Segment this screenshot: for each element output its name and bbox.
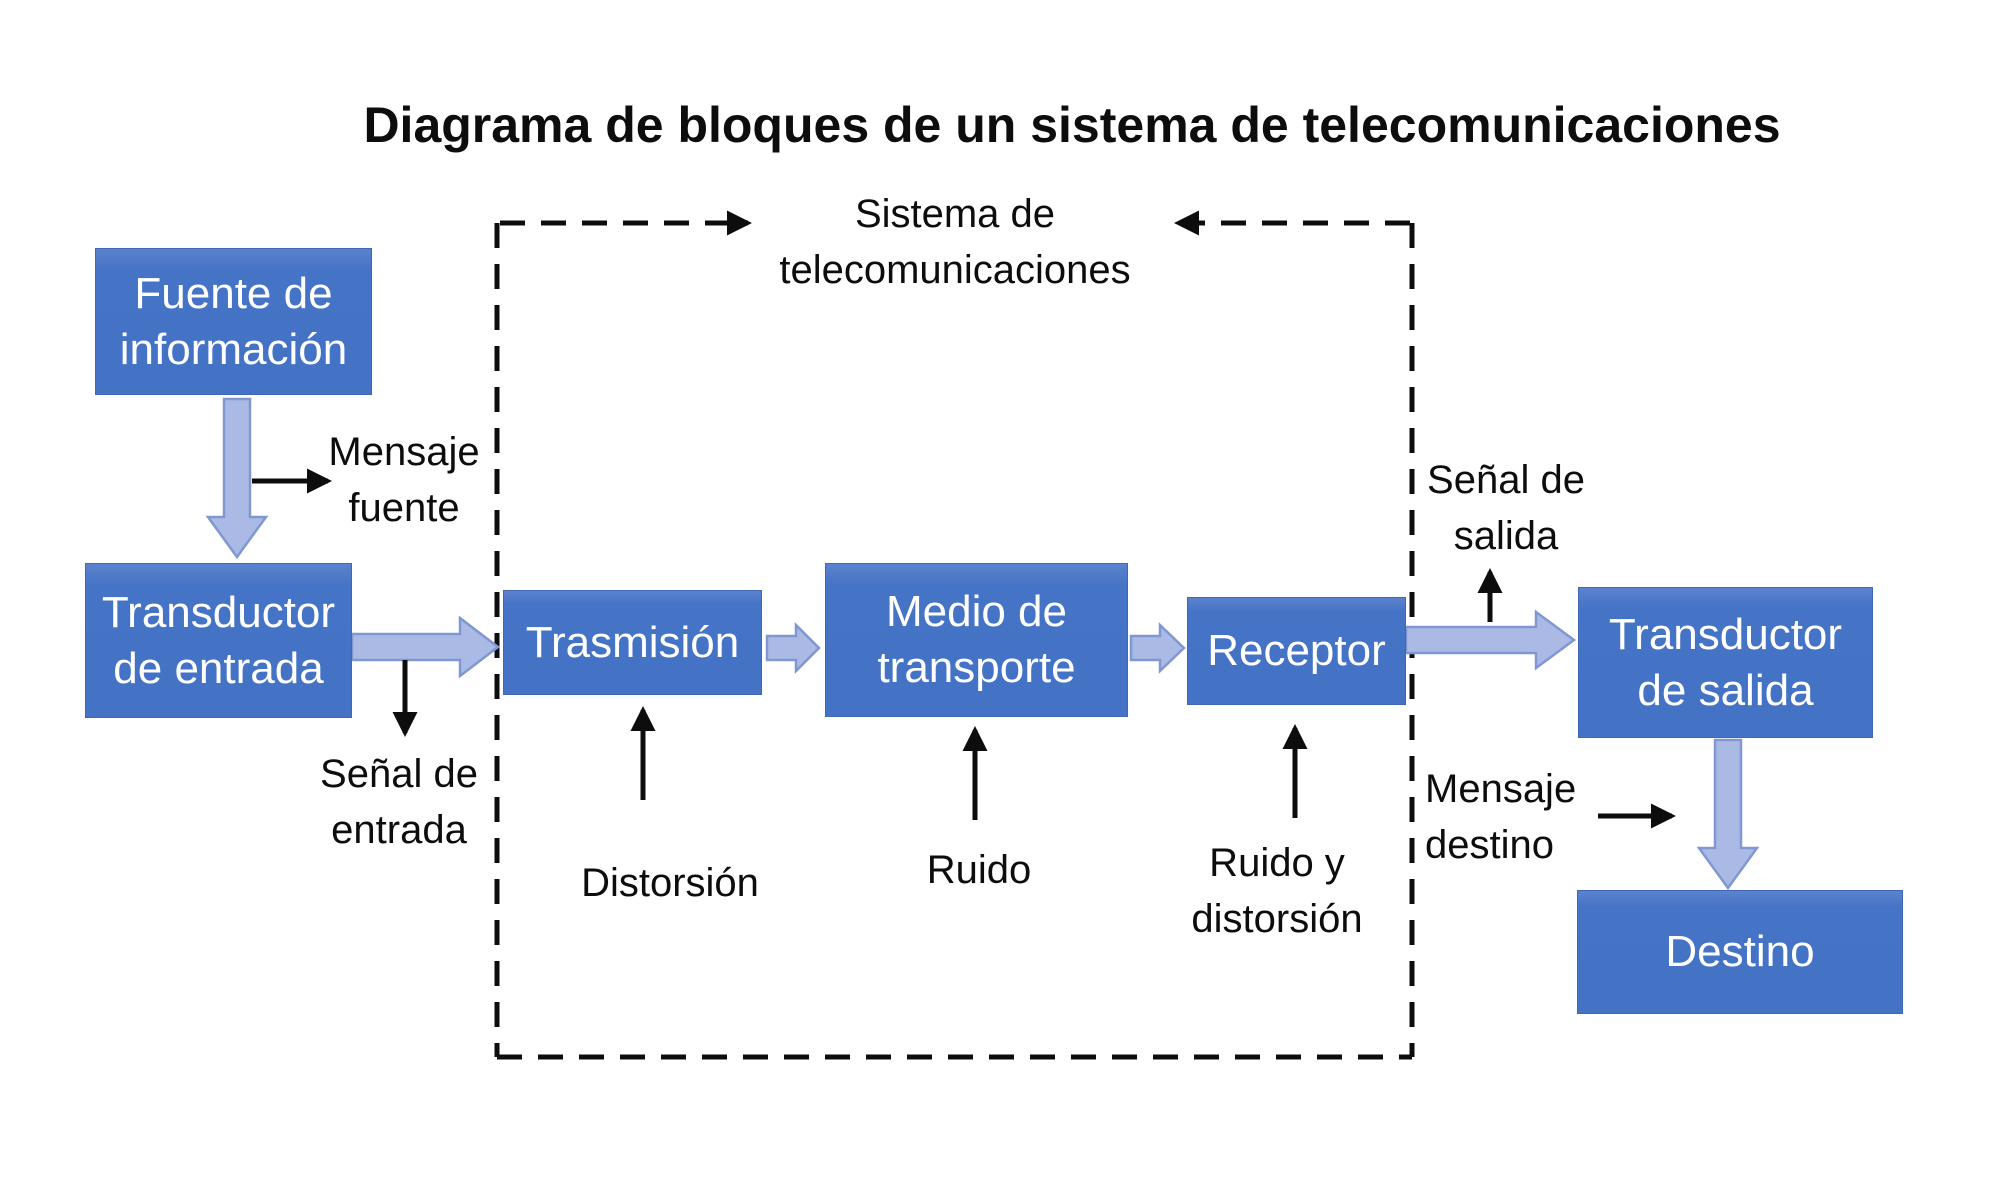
label-ruido: Ruido <box>926 848 1032 892</box>
system-boundary-label: Sistema de telecomunicaciones <box>779 186 1130 298</box>
label-senal-entrada: Señal de entrada <box>320 746 478 858</box>
block-receptor-line1: Receptor <box>1207 626 1386 675</box>
label-mensaje-fuente-line2: fuente <box>348 486 460 530</box>
label-senal-salida-line2: salida <box>1453 514 1559 558</box>
label-ruido-distorsion-line1: Ruido y <box>1209 841 1345 885</box>
diagram-title: Diagrama de bloques de un sistema de tel… <box>363 97 1781 153</box>
label-senal-entrada-line2: entrada <box>331 808 467 852</box>
label-ruido-y-distorsion: Ruido y distorsión <box>1191 835 1362 947</box>
block-destino-line1: Destino <box>1665 927 1815 976</box>
block-trasmision: Trasmisión <box>503 590 762 695</box>
label-mensaje-fuente: Mensaje fuente <box>328 424 479 536</box>
flow-arrow-transductor-entrada-to-trasmision <box>350 615 501 679</box>
block-fuente-line1: Fuente de <box>134 268 333 318</box>
block-receptor: Receptor <box>1187 597 1406 705</box>
block-medio-line2: transporte <box>877 643 1076 692</box>
block-medio-line1: Medio de <box>885 587 1067 636</box>
flow-arrow-medio-to-receptor <box>1129 622 1186 674</box>
label-senal-salida-line1: Señal de <box>1427 458 1585 502</box>
flow-arrow-fuente-to-transductor-entrada <box>205 397 269 560</box>
block-trasmision-line1: Trasmisión <box>525 617 740 667</box>
block-transductor-salida-line1: Transductor <box>1608 609 1843 659</box>
block-medio-de-transporte: Medio de transporte <box>825 563 1128 717</box>
block-transductor-salida-line2: de salida <box>1637 665 1814 715</box>
block-fuente-line2: información <box>119 324 348 374</box>
label-mensaje-destino-line2: destino <box>1425 823 1554 867</box>
block-transductor-de-entrada: Transductor de entrada <box>85 563 352 718</box>
block-transductor-de-salida: Transductor de salida <box>1578 587 1873 738</box>
system-boundary-label-line1: Sistema de <box>854 192 1056 236</box>
flow-arrow-receptor-to-transductor-salida <box>1404 609 1577 671</box>
block-transductor-entrada-line1: Transductor <box>101 587 336 637</box>
flow-arrow-transductor-salida-to-destino <box>1696 738 1760 891</box>
block-transductor-entrada-line2: de entrada <box>113 643 324 693</box>
label-ruido-distorsion-line2: distorsión <box>1191 897 1363 941</box>
label-mensaje-destino: Mensaje destino <box>1425 761 1576 873</box>
label-distorsion: Distorsión <box>581 861 759 905</box>
label-senal-salida: Señal de salida <box>1427 452 1585 564</box>
label-senal-entrada-line1: Señal de <box>320 752 478 796</box>
label-mensaje-fuente-line1: Mensaje <box>328 430 480 474</box>
block-destino: Destino <box>1577 890 1903 1014</box>
system-boundary-label-line2: telecomunicaciones <box>779 248 1131 292</box>
label-mensaje-destino-line1: Mensaje <box>1425 767 1577 811</box>
block-fuente-de-informacion: Fuente de información <box>95 248 372 395</box>
flow-arrow-trasmision-to-medio <box>765 621 821 675</box>
